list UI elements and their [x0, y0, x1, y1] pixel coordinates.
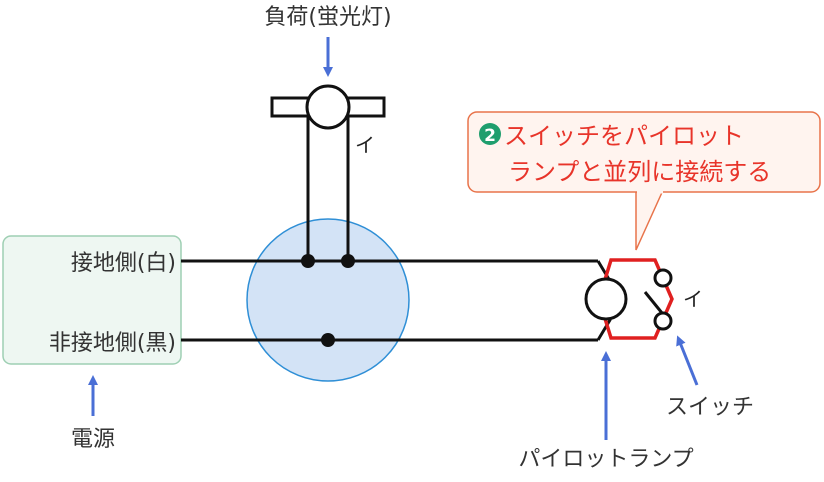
switch-caption: スイッチ — [666, 395, 754, 420]
ungrounded-side-label: 非接地側(黒) — [49, 331, 176, 356]
pilot-lamp-caption: パイロットランプ — [518, 447, 693, 472]
switch-arrow — [676, 335, 699, 386]
callout-line1: スイッチをパイロット — [504, 122, 744, 150]
junction-dot-left — [301, 254, 315, 268]
switch-lever — [643, 291, 664, 314]
source-caption: 電源 — [71, 427, 115, 452]
callout-number: 2 — [484, 126, 496, 146]
junction-dot-bottom — [321, 333, 335, 347]
callout-pointer — [635, 187, 665, 251]
switch-terminal-top — [653, 268, 673, 288]
switch-terminal-bottom — [653, 311, 673, 331]
switch-mark: イ — [683, 287, 703, 311]
load-caption: 負荷(蛍光灯) — [264, 5, 391, 30]
power-source-box — [2, 235, 182, 365]
junction-box — [246, 218, 410, 382]
callout-number-badge — [479, 123, 501, 145]
load-switch-mark: イ — [355, 133, 375, 157]
junction-dot-right — [341, 254, 355, 268]
grounded-side-label: 接地側(白) — [71, 251, 176, 276]
pilot-lamp-symbol — [584, 277, 628, 321]
fluorescent-lamp-circle — [305, 84, 351, 130]
callout-line2: ランプと並列に接続する — [508, 158, 771, 186]
